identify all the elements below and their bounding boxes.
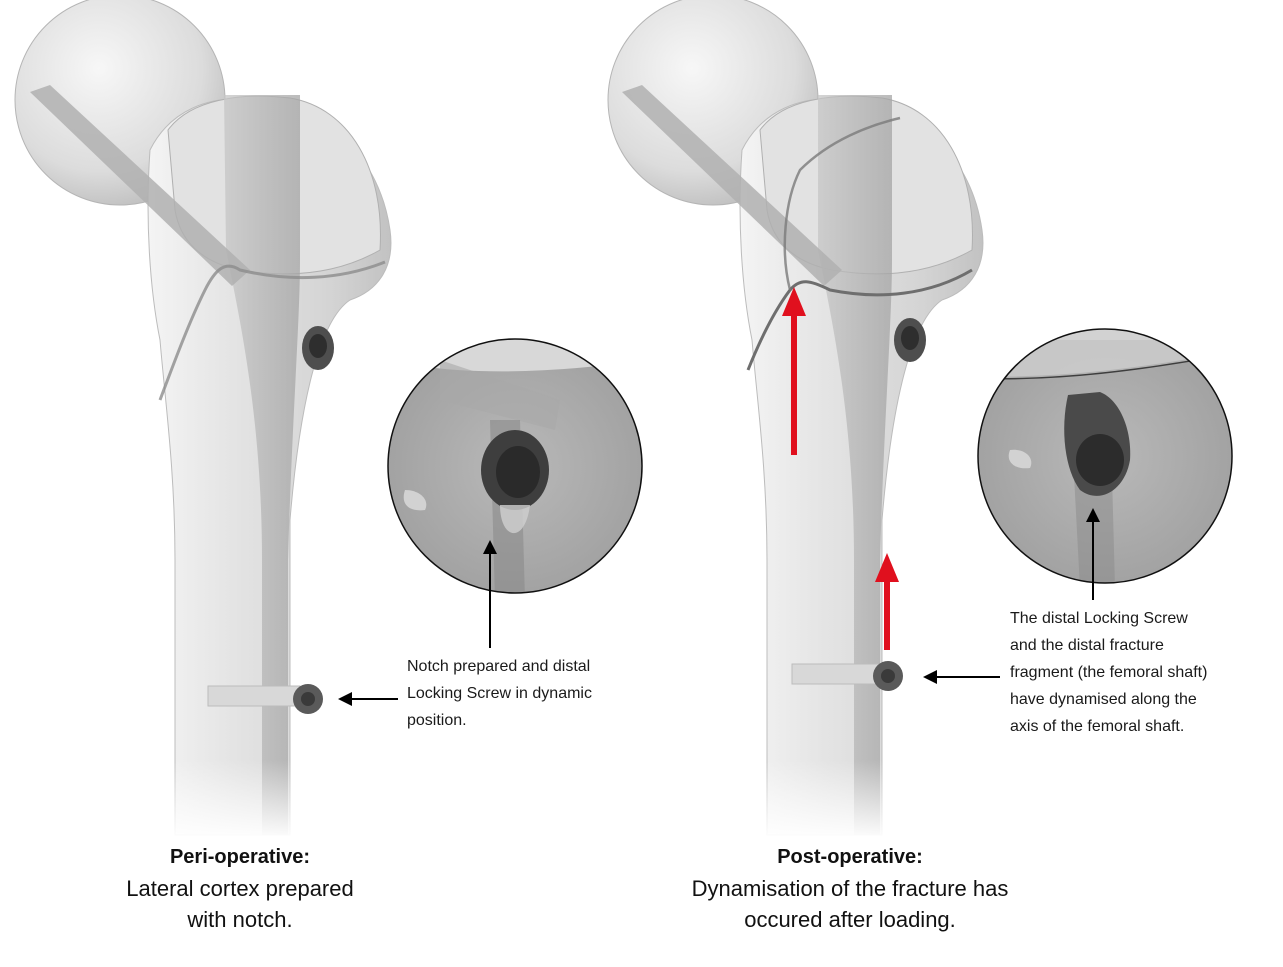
leader-arrow-left-horizontal-head	[338, 692, 352, 706]
annotation-left-line: position.	[407, 707, 657, 734]
caption-left-line: Lateral cortex prepared	[80, 873, 400, 904]
proximal-screw-hole-right	[901, 326, 919, 350]
caption-right-line: Dynamisation of the fracture has	[630, 873, 1070, 904]
femur-left	[15, 0, 391, 840]
annotation-right-line: axis of the femoral shaft.	[1010, 713, 1280, 740]
fade-left	[150, 760, 320, 840]
distal-screw-socket-right	[881, 669, 895, 683]
annotation-right-line: The distal Locking Screw	[1010, 605, 1280, 632]
annotation-right-line: fragment (the femoral shaft)	[1010, 659, 1280, 686]
caption-right: Post-operative: Dynamisation of the frac…	[630, 842, 1070, 935]
caption-left: Peri-operative: Lateral cortex prepared …	[80, 842, 400, 935]
annotation-left-line: Notch prepared and distal	[407, 653, 657, 680]
distal-screw-shaft-right	[792, 664, 882, 684]
annotation-right-line: and the distal fracture	[1010, 632, 1280, 659]
annotation-left-line: Locking Screw in dynamic	[407, 680, 657, 707]
caption-left-line: with notch.	[80, 904, 400, 935]
distal-screw-shaft-left	[208, 686, 300, 706]
proximal-screw-hole-left	[309, 334, 327, 358]
zoom-circle-left	[385, 336, 647, 600]
distal-screw-socket-left	[301, 692, 315, 706]
caption-right-title: Post-operative:	[630, 842, 1070, 873]
annotation-right: The distal Locking Screw and the distal …	[1010, 605, 1280, 740]
leader-arrow-right-horizontal-head	[923, 670, 937, 684]
annotation-left: Notch prepared and distal Locking Screw …	[407, 653, 657, 734]
caption-left-title: Peri-operative:	[80, 842, 400, 873]
fade-right	[742, 760, 912, 840]
zoom-circle-right	[975, 326, 1237, 588]
annotation-right-line: have dynamised along the	[1010, 686, 1280, 713]
caption-right-line: occured after loading.	[630, 904, 1070, 935]
